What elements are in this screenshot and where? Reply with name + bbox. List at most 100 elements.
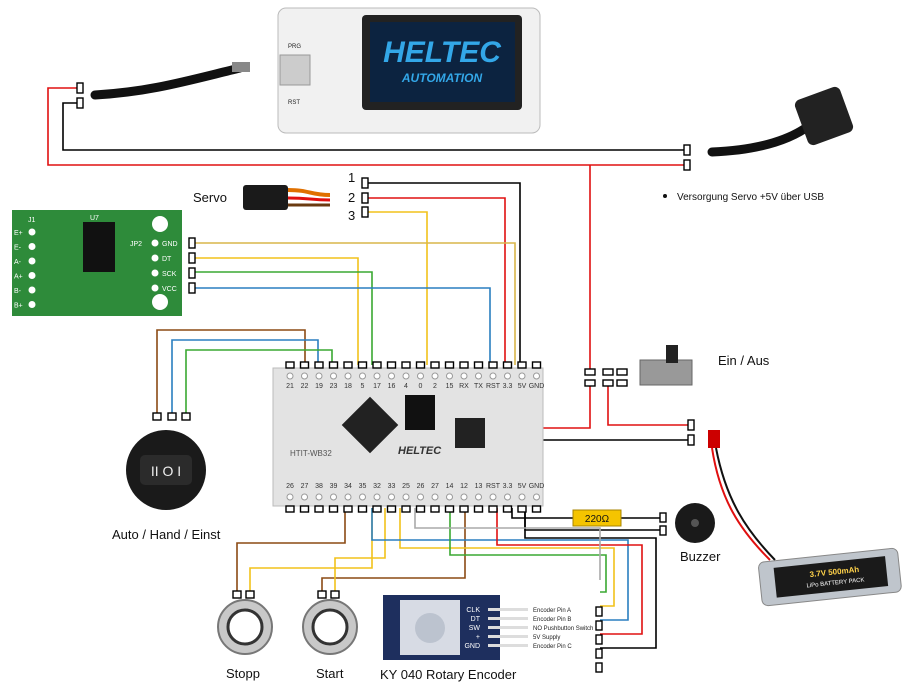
bottom-pin-label: 12 — [460, 483, 468, 490]
header-connector — [459, 505, 469, 513]
header-connector — [502, 361, 513, 369]
encoder-pin-label: DT — [471, 616, 481, 623]
prg-label: PRG — [288, 44, 301, 50]
pin-hole — [489, 493, 497, 501]
pin-hole — [301, 493, 308, 501]
header-connector — [444, 505, 455, 513]
stopp-button[interactable] — [217, 599, 273, 655]
hx711-pad — [28, 243, 36, 250]
wire-buzzer-gnd — [524, 508, 660, 531]
header-connector — [299, 361, 310, 369]
pin-hole — [460, 493, 468, 501]
header-connector — [285, 361, 295, 369]
header-connector — [314, 361, 324, 369]
pin-hole — [315, 493, 323, 501]
switch-label: Ein / Aus — [718, 353, 770, 368]
heltec-oled-module: HELTEC AUTOMATION PRG RST — [277, 7, 541, 134]
pin-hole — [330, 372, 337, 380]
encoder-pin-description: NO Pushbutton Switch — [533, 626, 593, 632]
header-connector — [531, 361, 542, 369]
encoder-pin — [488, 635, 528, 638]
connector — [595, 620, 603, 631]
header-connector — [488, 505, 498, 513]
pin-hole — [446, 372, 453, 380]
bottom-pin-label: 14 — [446, 483, 454, 490]
hx711-pad — [151, 239, 159, 247]
bottom-pin-label: 33 — [388, 483, 396, 490]
hx711-pin-label: A- — [14, 259, 22, 266]
header-connector — [386, 361, 397, 369]
bottom-pin-label: 38 — [315, 483, 323, 490]
pin-hole — [431, 372, 439, 380]
wire-servo-3 — [368, 211, 428, 365]
bottom-pin-label: 34 — [344, 483, 352, 490]
pin-hole — [504, 493, 511, 501]
wire-red-battery — [607, 380, 690, 426]
pin-hole — [431, 493, 439, 501]
stopp-label: Stopp — [226, 666, 260, 681]
top-pin-label: 22 — [301, 383, 309, 390]
servo-pin-1: 1 — [348, 170, 355, 185]
pin-hole — [344, 493, 352, 501]
bottom-pin-label: 13 — [475, 483, 483, 490]
wire-rocker-blue — [171, 339, 319, 415]
top-pin-label: 2 — [433, 383, 437, 390]
wire-hx-dt — [195, 257, 359, 365]
rocker-label: Auto / Hand / Einst — [112, 527, 221, 542]
top-pin-label: GND — [529, 383, 545, 390]
header-connector — [285, 505, 295, 513]
header-connector — [517, 505, 527, 513]
hx711-module: U7 J1 JP2 — [12, 210, 182, 316]
buzzer-label: Buzzer — [680, 549, 721, 564]
chip-label: U7 — [90, 215, 99, 222]
pin-hole — [330, 493, 337, 501]
top-pin-label: 3.3 — [503, 383, 513, 390]
servo-pin-2: 2 — [348, 190, 355, 205]
top-pin-label: 18 — [344, 383, 352, 390]
usb-cable-right — [707, 120, 815, 157]
pin-hole — [402, 372, 410, 380]
hx711-pad — [28, 272, 36, 279]
encoder-pin — [488, 626, 528, 629]
connector — [188, 252, 196, 264]
header-connector — [415, 361, 426, 369]
top-pin-label: 16 — [388, 383, 396, 390]
wire-enc-5v — [496, 508, 643, 635]
header-connector — [343, 505, 353, 513]
header-connector — [299, 505, 310, 513]
wire-enc-dt — [371, 508, 629, 621]
lipo-battery: 3.7V 500mAh LiPo BATTERY PACK — [758, 547, 902, 607]
hx711-pin-label: SCK — [162, 271, 177, 278]
usb-port — [279, 54, 311, 86]
connector — [76, 97, 84, 109]
hx711-left-pins: E+E-A-A+B-B+ — [14, 228, 36, 310]
hx711-pin-label: VCC — [162, 286, 177, 293]
header-connector — [502, 505, 513, 513]
connector — [683, 159, 691, 171]
header-connector — [401, 361, 411, 369]
top-pin-label: 15 — [446, 383, 454, 390]
j1-label: J1 — [28, 217, 36, 224]
wire-rocker-brown — [156, 329, 306, 415]
header-connector — [517, 361, 527, 369]
wire-stopp-yellow — [249, 508, 373, 592]
wire-red-switch-board — [540, 380, 591, 429]
top-pin-label: RX — [459, 383, 469, 390]
header-connector — [372, 505, 382, 513]
start-button[interactable] — [302, 599, 358, 655]
connector — [188, 237, 196, 249]
encoder-pin-label: + — [476, 634, 480, 641]
wire-red-usb — [47, 87, 685, 166]
encoder-label: KY 040 Rotary Encoder — [380, 667, 517, 682]
hx711-pad — [28, 257, 36, 265]
bottom-pin-label: 27 — [431, 483, 439, 490]
connector — [595, 634, 603, 645]
header-connector — [357, 361, 368, 369]
header-connector — [328, 361, 339, 369]
pin-hole — [301, 372, 308, 380]
heltec-logo: HELTEC — [383, 36, 502, 69]
bottom-pin-label: 26 — [417, 483, 425, 490]
hx711-pad — [151, 254, 159, 262]
header-connector — [430, 361, 440, 369]
